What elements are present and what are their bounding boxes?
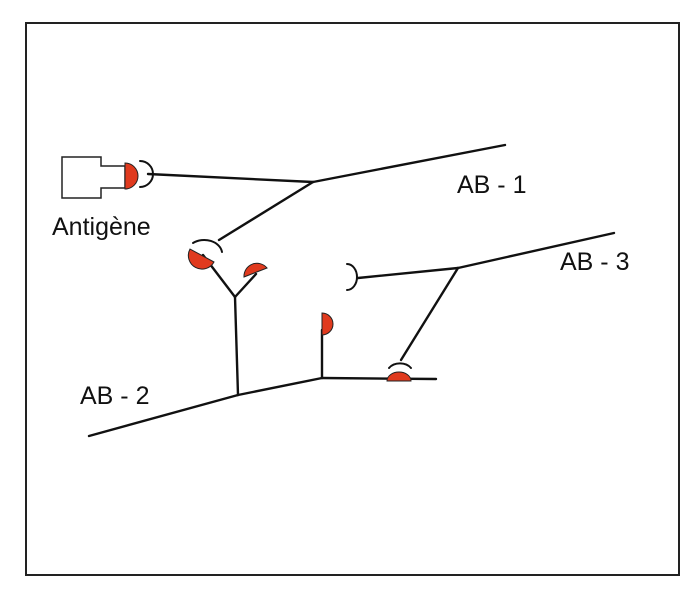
ab1-paratope-ab2 <box>192 239 223 253</box>
antigen-epitope <box>124 162 139 190</box>
antigen-shape <box>61 156 126 199</box>
ab2-label: AB - 2 <box>80 382 149 410</box>
ab3-paratope-lower <box>388 362 412 369</box>
antibody-ab2 <box>87 248 438 438</box>
ab2-epitope-1 <box>187 248 215 270</box>
ab2-arm-right <box>233 272 258 299</box>
ab2-base-line-mid <box>236 376 324 397</box>
ab1-paratope-antigen <box>139 160 154 188</box>
ab1-arm-to-antigen <box>146 172 315 184</box>
ab1-label: AB - 1 <box>457 171 526 199</box>
ab1-heavy-chain <box>311 143 507 184</box>
ab2-stem-y <box>233 295 240 397</box>
ab2-epitope-3 <box>321 312 334 336</box>
ab2-epitope-2 <box>243 262 268 278</box>
antigen <box>61 156 139 199</box>
ab3-paratope-upper <box>346 263 358 291</box>
ab3-heavy-chain <box>456 231 616 270</box>
antibody-ab1 <box>139 143 507 253</box>
ab1-arm-to-ab2 <box>217 180 315 242</box>
diagram-frame <box>25 22 680 576</box>
ab3-arm-lower <box>399 266 460 362</box>
ab2-base-line-right <box>320 376 438 381</box>
ab2-epitope-4 <box>386 371 412 382</box>
ab2-base-line-left <box>87 393 240 438</box>
ab3-label: AB - 3 <box>560 248 629 276</box>
ab3-arm-upper <box>356 266 460 280</box>
antibody-ab3 <box>346 231 616 369</box>
antigen-label: Antigène <box>52 213 151 241</box>
